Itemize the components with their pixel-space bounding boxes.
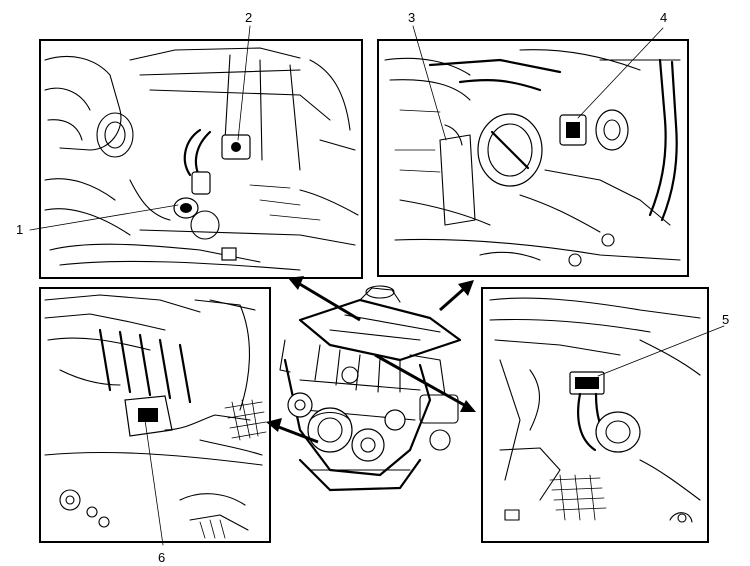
panel-top-left-illustration (44, 47, 359, 271)
callout-2-label: 2 (245, 10, 252, 25)
panel-top-right (377, 39, 689, 277)
callout-4-label: 4 (660, 10, 667, 25)
panel-bottom-right-illustration (489, 297, 701, 523)
panel-bottom-right (481, 287, 709, 543)
callout-1-label: 1 (16, 222, 23, 237)
callout-6-label: 6 (158, 550, 165, 565)
panel-bottom-left (39, 287, 271, 543)
callout-6: 6 (144, 419, 165, 565)
pointer-arrows (266, 276, 476, 444)
callout-1: 1 (16, 204, 179, 237)
callout-3-label: 3 (408, 10, 415, 25)
panel-top-left (39, 39, 363, 279)
callout-4: 4 (577, 10, 667, 119)
panel-top-right-illustration (384, 49, 681, 267)
callout-5: 5 (597, 312, 729, 377)
callout-5-label: 5 (722, 312, 729, 327)
panel-bottom-left-illustration (44, 294, 267, 539)
callout-2: 2 (237, 10, 252, 141)
callout-3: 3 (408, 10, 447, 141)
engine-illustration (279, 285, 462, 492)
